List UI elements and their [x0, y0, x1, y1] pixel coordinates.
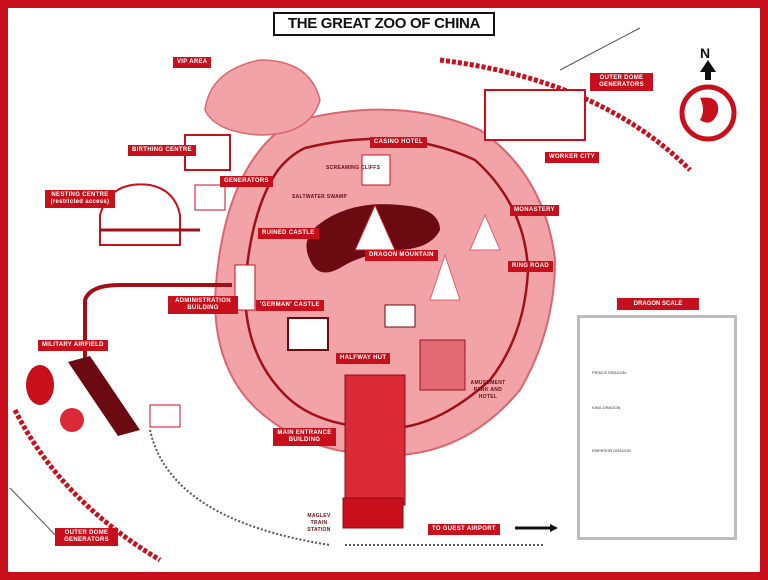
dragon-scale-title: DRAGON SCALE: [617, 298, 699, 310]
ring-road-path: [243, 137, 530, 430]
label-maglev-station: MAGLEV TRAIN STATION: [307, 513, 331, 533]
outer-dome-arc-bottom: [12, 408, 162, 563]
mountain-peak-2: [429, 253, 461, 301]
scale-label-prince-dragon: PRINCE DRAGON: [592, 370, 626, 375]
dome-line-top: [559, 27, 641, 71]
nesting-centre-title: NESTING CENTRE: [51, 192, 109, 198]
halfway-hut-building: [384, 304, 416, 328]
label-ruined-castle: RUINED CASTLE: [258, 228, 319, 239]
label-amusement-park: AMUSEMENT PARK AND HOTEL: [470, 380, 506, 400]
railway-track: [149, 429, 331, 546]
north-label: N: [700, 45, 711, 61]
scale-label-king-dragon: KING DRAGON: [592, 405, 621, 410]
label-outer-dome-generators-bottom: OUTER DOME GENERATORS: [55, 528, 118, 546]
airfield-runway: [68, 356, 140, 436]
airfield-tower: [60, 408, 84, 432]
label-screaming-cliffs: SCREAMING CLIFFS: [326, 165, 381, 171]
label-worker-city: WORKER CITY: [545, 152, 599, 163]
label-outer-dome-generators-top: OUTER DOME GENERATORS: [590, 73, 653, 91]
dome-line-bottom: [9, 487, 61, 541]
label-birthing-centre: BIRTHING CENTRE: [128, 145, 196, 156]
maglev-station-building: [342, 497, 404, 529]
scale-label-emperor-dragon: EMPEROR DRAGON: [592, 448, 631, 453]
main-entrance-building: [344, 374, 406, 506]
label-monastery: MONASTERY: [510, 205, 559, 216]
label-vip-area: VIP AREA: [173, 57, 212, 68]
mountain-peak-3: [469, 213, 501, 251]
label-military-airfield: MILITARY AIRFIELD: [38, 340, 108, 351]
label-saltwater-swamp: SALTWATER SWAMP: [292, 194, 348, 200]
amusement-park-building: [419, 339, 466, 391]
label-halfway-hut: HALFWAY HUT: [336, 353, 391, 364]
label-dragon-mountain: DRAGON MOUNTAIN: [365, 250, 438, 261]
generators-building: [194, 184, 226, 211]
dragon-scale-panel: [577, 315, 737, 540]
airfield-building: [149, 404, 181, 428]
label-to-guest-airport: TO GUEST AIRPORT: [428, 524, 500, 535]
road-admin: [83, 283, 232, 360]
label-ring-road: RING ROAD: [508, 261, 554, 272]
map-title: THE GREAT ZOO OF CHINA: [273, 12, 495, 36]
north-arrow: [700, 60, 716, 80]
airport-arrow-head: [550, 524, 558, 532]
label-administration-building: ADMINISTRATION BUILDING: [168, 296, 238, 314]
vip-area-island: [204, 59, 321, 136]
german-castle-building: [287, 317, 329, 351]
casino-hotel-building: [361, 154, 391, 186]
label-main-entrance-building: MAIN ENTRANCE BUILDING: [273, 428, 336, 446]
airfield-hangar: [26, 365, 54, 405]
worker-city-buildings: [484, 89, 586, 141]
label-nesting-centre: NESTING CENTRE (restricted access): [45, 190, 115, 208]
label-german-castle: 'GERMAN' CASTLE: [256, 300, 324, 311]
nesting-centre-subtitle: (restricted access): [50, 199, 110, 205]
label-generators: GENERATORS: [220, 176, 273, 187]
administration-building-shape: [234, 264, 256, 311]
dragon-emblem: [700, 97, 719, 123]
park-island: [213, 108, 557, 457]
label-casino-hotel: CASINO HOTEL: [370, 137, 427, 148]
